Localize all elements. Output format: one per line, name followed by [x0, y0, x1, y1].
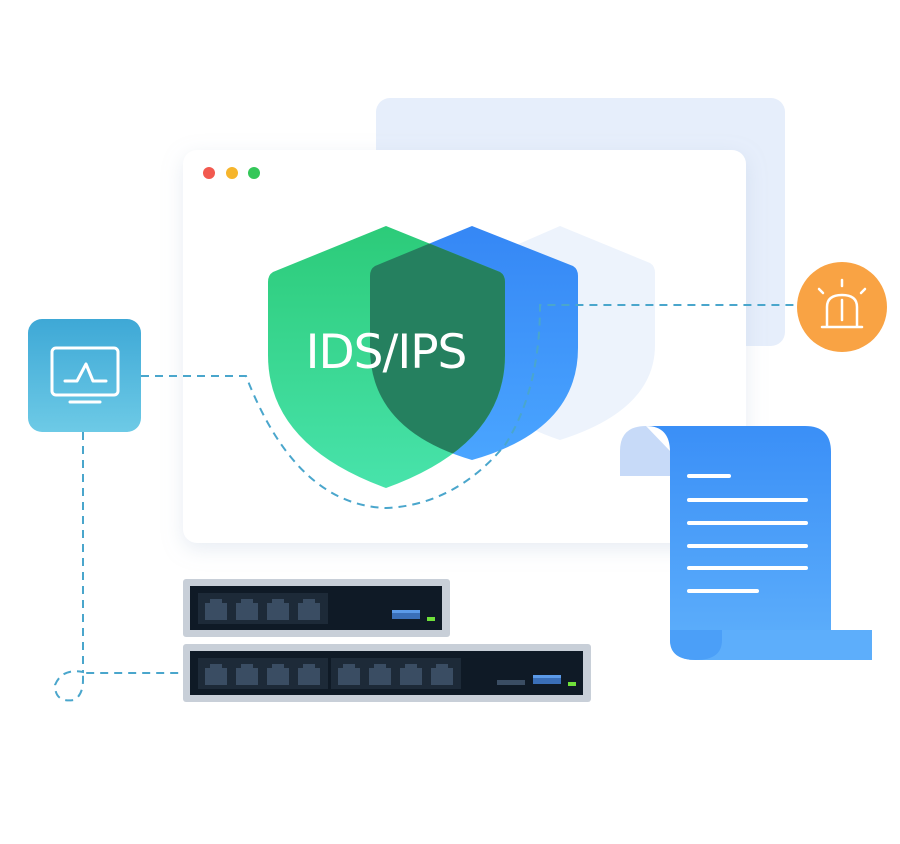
network-switch-bottom — [183, 644, 591, 702]
window-close-dot — [203, 167, 215, 179]
window-minimize-dot — [226, 167, 238, 179]
window-maximize-dot — [248, 167, 260, 179]
shield-label: IDS/IPS — [306, 325, 467, 380]
log-report-icon — [620, 426, 872, 660]
alarm-badge — [797, 262, 887, 352]
network-switch-top — [183, 579, 450, 637]
link-led — [427, 617, 435, 621]
activity-monitor-tile — [28, 319, 141, 432]
link-led — [568, 682, 576, 686]
shield-overlap — [370, 226, 505, 460]
alarm-siren-icon — [817, 278, 867, 329]
connector-lines — [53, 304, 800, 702]
activity-monitor-icon — [50, 346, 120, 404]
